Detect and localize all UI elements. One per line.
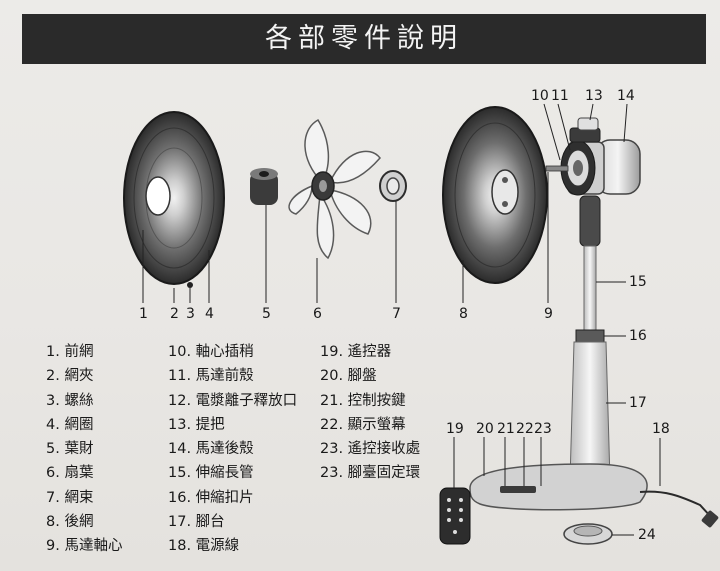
parts-list-item: 7. 網束 [46,489,94,506]
callout-9: 9 [544,306,553,322]
fan-blade-illustration [288,118,381,260]
parts-list-item: 20. 腳盤 [320,368,377,385]
parts-list-item: 6. 扇葉 [46,465,94,482]
parts-list-column-1: 1. 前網 2. 網夾 3. 螺絲 4. 網圈 5. 葉財 6. 扇葉 7. 網… [46,340,122,559]
callout-11: 11 [551,88,569,104]
motor-head-illustration [545,117,641,196]
parts-list-item: 19. 遙控器 [320,344,392,360]
stand-illustration [469,195,719,528]
callout-17: 17 [629,395,647,411]
title-banner: 各部零件說明 [22,14,706,64]
page-title: 各部零件說明 [265,23,463,54]
parts-list-item: 11. 馬達前殼 [168,368,254,385]
callout-22: 22 [516,421,534,437]
parts-list-item: 15. 伸縮長管 [168,465,254,482]
parts-list-item: 21. 控制按鍵 [320,392,406,409]
parts-list-item: 10. 軸心插稍 [168,344,254,360]
base-ring-illustration [563,523,613,545]
callout-2: 2 [170,306,179,322]
callout-23: 23 [534,421,552,437]
callout-4: 4 [205,306,214,322]
parts-list-item: 2. 網夾 [46,368,94,385]
parts-list-column-2: 10. 軸心插稍 11. 馬達前殼 12. 電漿離子釋放口 13. 提把 14.… [168,340,297,559]
callout-21: 21 [497,421,515,437]
parts-list-item: 4. 網圈 [46,416,94,433]
callout-8: 8 [459,306,468,322]
parts-list-item: 16. 伸縮扣片 [168,489,254,506]
parts-list-item: 8. 後網 [46,514,94,531]
callout-24: 24 [638,527,656,543]
grille-nut-illustration [379,170,407,202]
callout-6: 6 [313,306,322,322]
parts-list-item: 9. 馬達軸心 [46,538,123,555]
callout-10: 10 [531,88,549,104]
callout-20: 20 [476,421,494,437]
parts-list-item: 17. 腳台 [168,514,225,531]
callout-7: 7 [392,306,401,322]
parts-list-item: 13. 提把 [168,416,225,433]
parts-list-item: 3. 螺絲 [46,392,94,409]
parts-list-item: 22. 顯示螢幕 [320,416,406,433]
callout-18: 18 [652,421,670,437]
leader-lines [142,103,661,536]
parts-list-item: 5. 葉財 [46,441,94,458]
remote-control-illustration [439,487,471,545]
callout-15: 15 [629,274,647,290]
parts-list-item: 18. 電源線 [168,538,240,555]
parts-list-item: 1. 前網 [46,344,94,360]
front-grille-illustration [123,111,225,288]
parts-list-item: 12. 電漿離子釋放口 [168,392,298,409]
parts-list-item: 23. 遙控接收處 [320,441,421,458]
parts-list-item: 14. 馬達後殼 [168,441,254,458]
callout-3: 3 [186,306,195,322]
callout-5: 5 [262,306,271,322]
parts-list-item: 23. 腳臺固定環 [320,465,421,482]
callout-14: 14 [617,88,635,104]
callout-1: 1 [139,306,148,322]
callout-19: 19 [446,421,464,437]
parts-list-column-3: 19. 遙控器 20. 腳盤 21. 控制按鍵 22. 顯示螢幕 23. 遙控接… [320,340,420,486]
spinner-illustration [250,168,278,205]
rear-grille-illustration [442,106,548,284]
callout-13: 13 [585,88,603,104]
callout-16: 16 [629,328,647,344]
